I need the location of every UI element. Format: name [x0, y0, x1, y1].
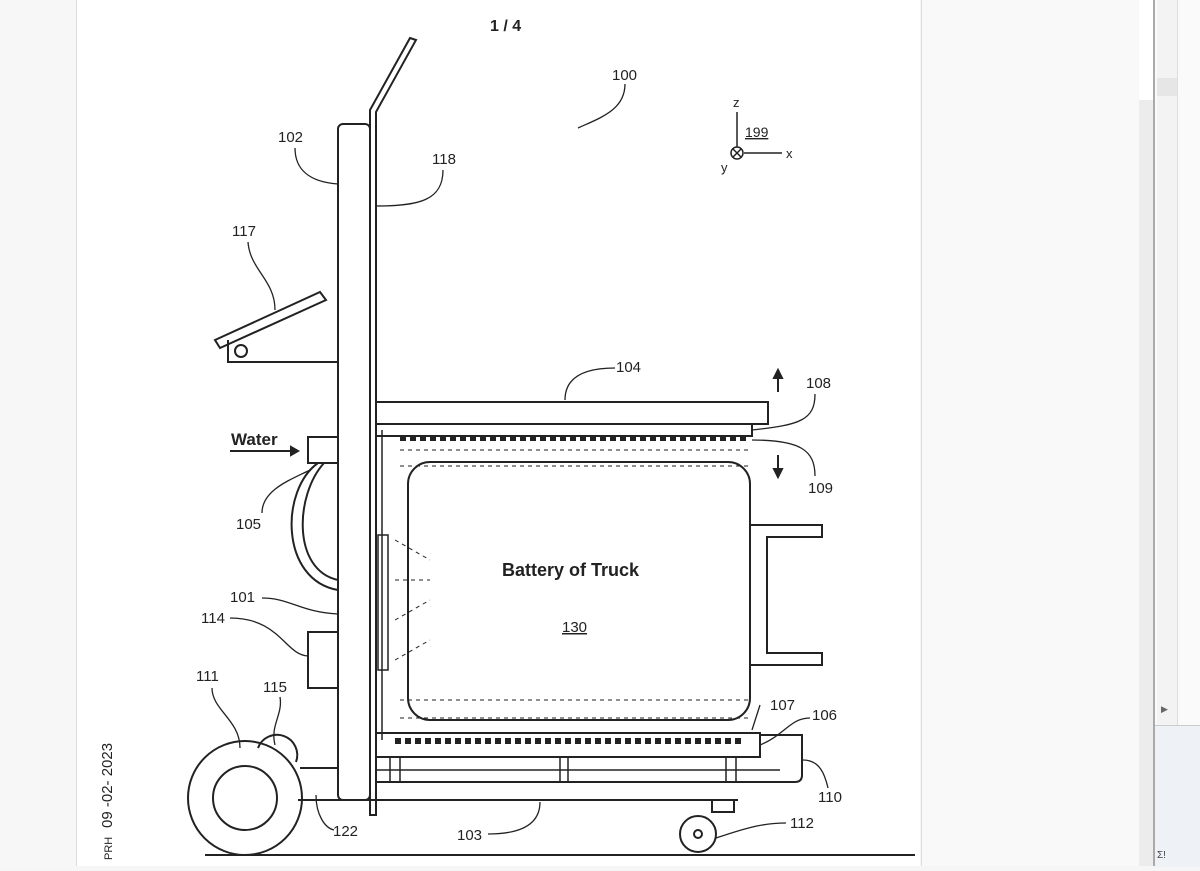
axis-y: y: [721, 160, 728, 175]
ref-101: 101: [230, 589, 255, 606]
tray: [375, 734, 803, 783]
mast: [337, 123, 371, 801]
side-spray-bar: [377, 534, 389, 671]
box-114: [307, 631, 339, 689]
main-wheel-hub: [212, 765, 278, 831]
ref-102: 102: [278, 129, 303, 146]
water-inlet: [307, 436, 339, 464]
bottom-spray: [400, 699, 750, 719]
reference-numerals: 100 102 118 117 104 108 109 105 101 114 …: [196, 67, 842, 844]
scrollbar-thumb[interactable]: [1139, 0, 1153, 100]
ref-118: 118: [432, 151, 456, 168]
side-panel-scrollbar[interactable]: [1157, 0, 1178, 725]
battery: [407, 461, 751, 721]
left-gutter: [0, 0, 77, 866]
up-arrow-head: [772, 367, 784, 379]
caster-wheel: [679, 815, 717, 853]
stamp-date: 09 -02- 2023: [99, 743, 116, 828]
axis-x: x: [786, 146, 793, 161]
ref-122: 122: [333, 823, 358, 840]
scroll-right-arrow-icon[interactable]: ▶: [1161, 704, 1168, 714]
ref-117: 117: [232, 223, 256, 240]
ref-100: 100: [612, 67, 637, 84]
axis-z: z: [733, 95, 740, 110]
main-wheel: [187, 740, 303, 856]
ref-108: 108: [806, 375, 831, 392]
hose: [290, 462, 339, 591]
caster-mount: [711, 800, 735, 813]
ref-109: 109: [808, 480, 833, 497]
side-panel-fragment: Σ!: [1157, 850, 1166, 861]
ref-199: 199: [745, 124, 769, 140]
side-panel-bottom: [1155, 725, 1200, 867]
viewer-background: [921, 0, 1140, 866]
vertical-scrollbar[interactable]: [1139, 0, 1153, 866]
ref-115: 115: [263, 679, 287, 696]
axis-indicator: [730, 112, 782, 160]
ref-103: 103: [457, 827, 482, 844]
panel-knob: [234, 344, 248, 358]
ref-111: 111: [196, 668, 219, 685]
stamp-initials: PRH: [103, 837, 115, 860]
handle: [369, 36, 418, 816]
ref-112: 112: [790, 815, 814, 832]
leader-lines: [211, 83, 829, 839]
top-spray: [400, 449, 750, 467]
ref-107: 107: [770, 697, 795, 714]
ref-110: 110: [818, 789, 842, 806]
battery-label: Battery of Truck: [502, 560, 640, 580]
water-arrow-head: [290, 445, 301, 457]
truck-bracket: [750, 524, 823, 666]
bottom-spray-bar: [375, 732, 761, 758]
tray-posts: [389, 757, 737, 782]
side-spray: [394, 539, 431, 661]
side-panel: ▶ Σ!: [1153, 0, 1200, 867]
page-indicator: 1 / 4: [490, 18, 521, 35]
ref-104: 104: [616, 359, 641, 376]
ref-105: 105: [236, 516, 261, 533]
date-stamp: PRH 09 -02- 2023: [99, 743, 116, 860]
top-plate: [375, 401, 769, 425]
ref-106: 106: [812, 707, 837, 724]
top-spray-bar: [375, 423, 753, 437]
wheel-115: [257, 733, 299, 763]
ref-114: 114: [201, 610, 225, 627]
patent-drawing: 1 / 4 PRH 09 -02- 2023 Water Battery of …: [99, 18, 915, 860]
caster-hub: [693, 829, 703, 839]
side-band: [1157, 78, 1177, 96]
water-label: Water: [231, 430, 278, 449]
ref-130: 130: [562, 619, 587, 636]
down-arrow-head: [772, 468, 784, 480]
control-panel: [213, 290, 338, 363]
document-page: 1 / 4 PRH 09 -02- 2023 Water Battery of …: [77, 0, 920, 866]
